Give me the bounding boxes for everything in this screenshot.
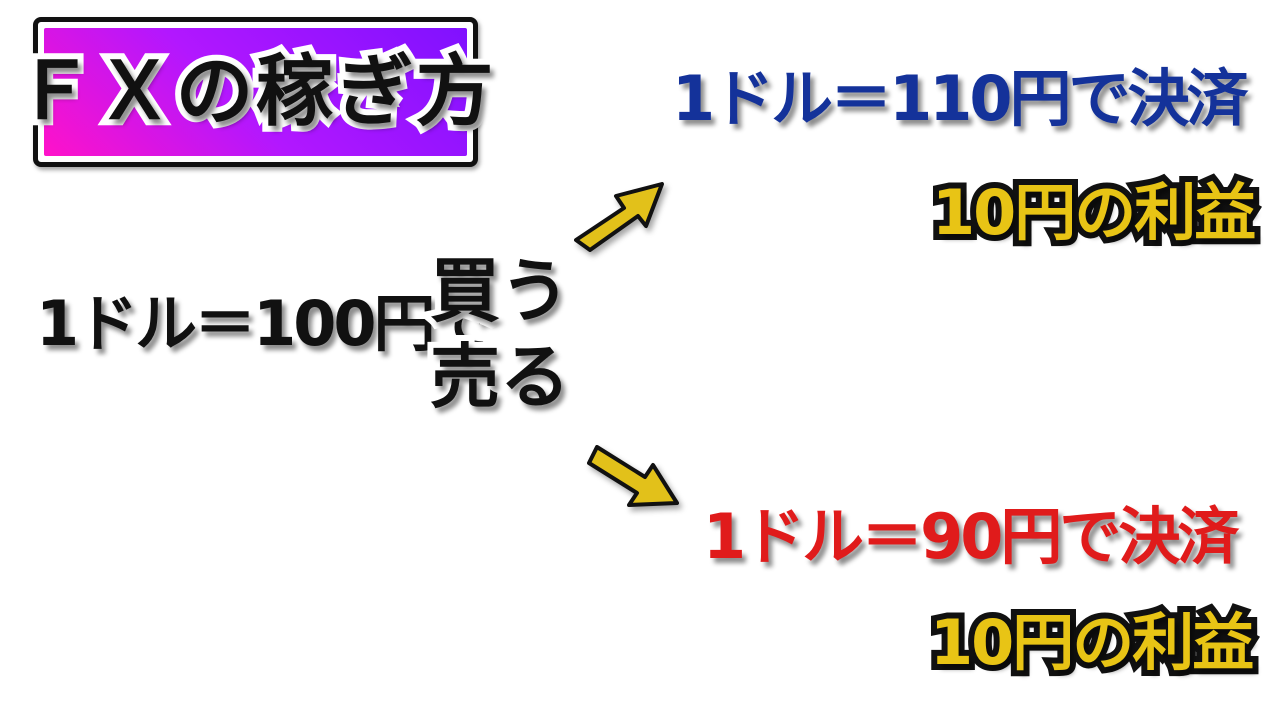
profit-up-label: 10円の利益 <box>926 176 1262 250</box>
settle-up-label: 1ドル＝110円で決済 <box>666 62 1255 136</box>
title-banner: ＦＸの稼ぎ方 <box>9 17 500 167</box>
title-gradient-panel: ＦＸの稼ぎ方 <box>9 28 500 156</box>
start-price-label: 1ドル＝100円で <box>30 287 501 361</box>
slide-title: ＦＸの稼ぎ方 <box>9 47 499 137</box>
buy-label: 買う <box>424 250 576 332</box>
arrow-up-right-icon <box>574 182 664 252</box>
sell-label: 売る <box>424 336 576 418</box>
arrow-down-right-icon <box>587 445 679 507</box>
settle-down-label: 1ドル＝90円で決済 <box>697 500 1245 574</box>
profit-down-label: 10円の利益 <box>924 606 1260 680</box>
